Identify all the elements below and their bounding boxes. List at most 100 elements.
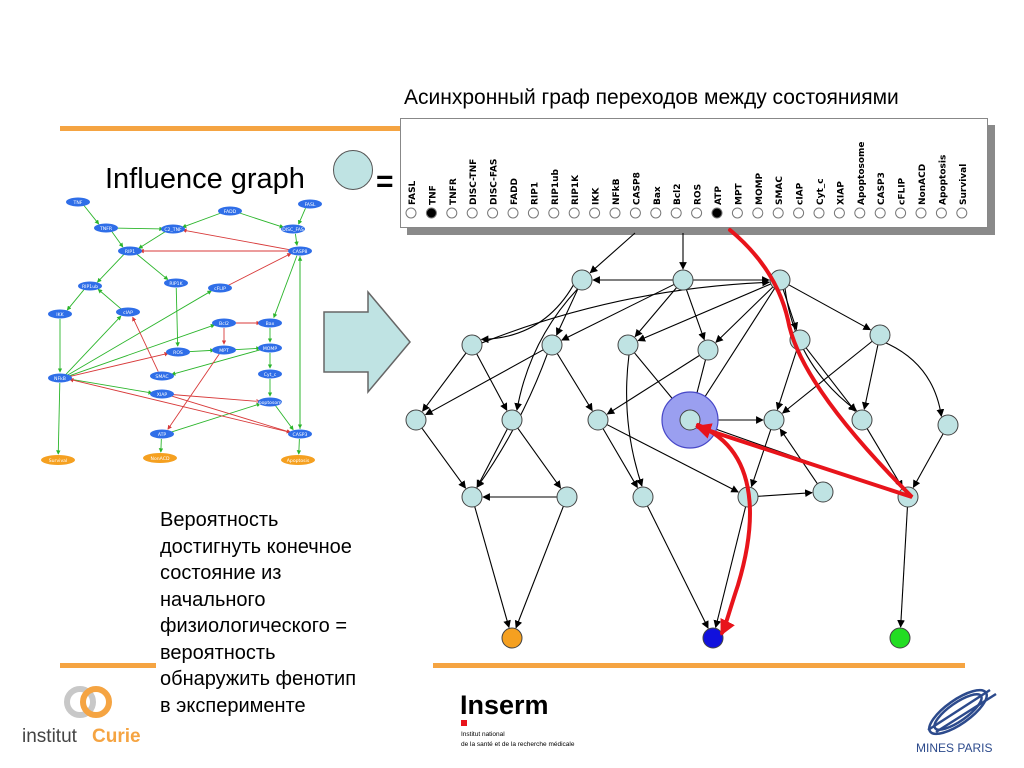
state-node xyxy=(617,334,639,356)
influence-edge xyxy=(67,378,153,395)
influence-edge xyxy=(113,226,164,232)
state-indicator xyxy=(609,207,621,219)
state-indicator xyxy=(935,207,947,219)
influence-edge xyxy=(231,346,261,351)
influence-node xyxy=(166,347,190,357)
transition-edge xyxy=(602,428,638,489)
influence-node-label: Bcl2 xyxy=(219,321,229,327)
transition-edge xyxy=(713,506,747,629)
mines-name-text: MINES PARIS xyxy=(916,741,992,755)
transition-edge xyxy=(775,349,798,411)
influence-edge xyxy=(66,289,85,311)
influence-node xyxy=(258,343,282,353)
state-label: Apoptosis xyxy=(938,155,948,205)
orange-divider-top xyxy=(60,126,404,131)
influence-edge xyxy=(296,438,302,455)
influence-node xyxy=(143,453,177,463)
influence-node xyxy=(281,455,315,465)
state-indicator xyxy=(691,207,703,219)
influence-node-label: cFLIP xyxy=(214,286,226,292)
description-line: начального xyxy=(160,588,266,611)
influence-edge xyxy=(167,353,220,430)
influence-edge xyxy=(298,207,306,225)
transition-edge xyxy=(782,289,798,331)
state-label: RIP1ub xyxy=(551,168,561,205)
influence-edge xyxy=(83,205,100,225)
influence-node-label: DISC_FAS xyxy=(282,227,304,233)
influence-edge xyxy=(97,253,125,283)
transition-edge xyxy=(637,283,772,342)
state-label: ROS xyxy=(694,184,704,205)
influence-node xyxy=(208,283,232,293)
transition-edge xyxy=(715,286,774,343)
transition-edge xyxy=(481,278,771,344)
state-indicator xyxy=(589,207,601,219)
influence-node-label: cIAP xyxy=(123,310,133,316)
state-label: MPT xyxy=(734,182,744,205)
equals-sign: = xyxy=(376,165,394,198)
state-indicator xyxy=(466,207,478,219)
state-indicator xyxy=(854,207,866,219)
influence-node-label: C2_TNF xyxy=(164,227,182,233)
transition-edge xyxy=(422,352,467,412)
influence-node-label: XIAP xyxy=(157,392,168,398)
state-label: cIAP xyxy=(796,182,806,205)
influence-node xyxy=(288,246,312,256)
state-node xyxy=(405,409,427,431)
transition-edge xyxy=(861,344,879,410)
transition-edge xyxy=(556,288,579,336)
influence-node xyxy=(212,318,236,328)
state-indicator xyxy=(772,207,784,219)
transition-edge xyxy=(606,424,739,493)
influence-edge xyxy=(158,438,164,453)
influence-edge xyxy=(169,402,262,434)
state-indicator xyxy=(711,207,723,219)
influence-node-label: NFkB xyxy=(54,376,66,382)
inserm-name-text: Inserm xyxy=(460,690,549,720)
influence-edge xyxy=(169,393,261,404)
terminal-state-node xyxy=(702,627,724,649)
transition-edge xyxy=(646,505,709,629)
institut-curie-logo: institut Curie xyxy=(22,686,141,747)
state-label: ATP xyxy=(714,186,724,205)
transition-edge xyxy=(476,353,508,411)
influence-node-label: TNFR xyxy=(99,226,113,232)
state-node xyxy=(812,481,834,503)
state-node xyxy=(763,409,785,431)
orange-divider-bottom-left xyxy=(60,663,156,668)
state-label: Survival xyxy=(959,164,969,205)
state-label: Apoptosome xyxy=(857,141,867,205)
state-label: TNFR xyxy=(449,178,459,205)
influence-edge xyxy=(97,288,122,310)
state-indicator xyxy=(425,207,437,219)
state-indicator xyxy=(915,207,927,219)
influence-edge xyxy=(175,287,180,347)
state-node-icon xyxy=(333,150,373,190)
transition-edge xyxy=(606,354,700,415)
state-node xyxy=(556,486,578,508)
influence-node-label: Survival xyxy=(49,458,68,464)
influence-node xyxy=(150,371,174,381)
influence-node-label: TNF xyxy=(73,200,83,206)
transition-edge xyxy=(634,287,677,338)
transform-arrow-icon xyxy=(323,290,411,395)
state-indicator xyxy=(568,207,580,219)
state-label: cFLIP xyxy=(898,177,908,205)
influence-node-label: Bax xyxy=(266,321,275,327)
influence-edge xyxy=(181,212,223,229)
influence-node xyxy=(116,307,140,317)
state-label: XIAP xyxy=(836,181,846,205)
state-label: RIP1K xyxy=(571,174,581,205)
influence-node xyxy=(48,373,72,383)
state-node xyxy=(697,339,719,361)
influence-edge xyxy=(66,290,212,376)
transition-edge xyxy=(757,489,813,498)
influence-node-label: FADD xyxy=(224,209,237,215)
state-indicator xyxy=(752,207,764,219)
influence-edge xyxy=(185,348,215,353)
influence-node xyxy=(150,389,174,399)
influence-node xyxy=(288,429,312,439)
